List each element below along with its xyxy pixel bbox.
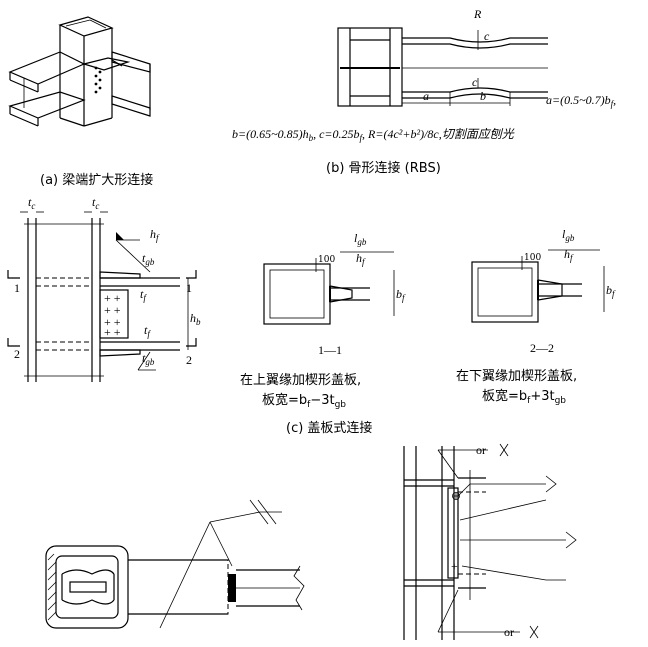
note-top-width: 板宽=bf−3tgb xyxy=(262,392,346,410)
svg-text:+: + xyxy=(451,559,458,573)
rbs-formula-line-1: a=(0.5~0.7)bf, xyxy=(546,93,616,109)
weld-or-bottom: or xyxy=(504,625,514,639)
section-mark-1-left: 1 xyxy=(14,281,20,295)
section-mark-1-right: 1 xyxy=(186,281,192,295)
label-tf-bottom: tf xyxy=(144,323,151,339)
caption-b: (b) 骨形连接 (RBS) xyxy=(326,160,441,176)
section-mark-2-left: 2 xyxy=(14,347,20,361)
label-tc-right: tc xyxy=(92,195,99,211)
label-tf: tf xyxy=(140,287,147,303)
label-tgb-bottom: tgb xyxy=(142,351,155,367)
label-R: R xyxy=(473,7,482,21)
label-hf: hf xyxy=(150,227,160,243)
label-tc-left: tc xyxy=(28,195,35,211)
svg-text:+ +: + + xyxy=(104,291,121,305)
svg-text:+ +: + + xyxy=(104,325,121,339)
label-hf-left: hf xyxy=(356,251,366,267)
label-tgb-top: tgb xyxy=(142,251,155,267)
label-lgb-right: lgb xyxy=(562,227,575,243)
note-bottom-width: 板宽=bf+3tgb xyxy=(482,388,566,406)
section-1-1-drawing xyxy=(263,251,395,325)
label-hf-right: hf xyxy=(564,247,574,263)
svg-text:+ +: + + xyxy=(104,303,121,317)
label-c-bottom: c xyxy=(472,75,478,89)
label-b: b xyxy=(480,89,486,103)
caption-c: (c) 盖板式连接 xyxy=(286,420,372,436)
label-bf-right: bf xyxy=(606,283,616,299)
label-c: c xyxy=(484,29,490,43)
section-title-2-2: 2—2 xyxy=(530,341,554,355)
tube-column-drawing xyxy=(45,499,305,629)
rbs-drawing xyxy=(337,27,548,107)
cover-plate-elevation: + + + + + + + + xyxy=(7,211,197,382)
section-mark-2-right: 2 xyxy=(186,353,192,367)
label-hb: hb xyxy=(190,311,201,327)
note-top-flange: 在上翼缘加楔形盖板, xyxy=(240,373,361,388)
dim-100-right: 100 xyxy=(524,253,541,263)
note-bottom-flange: 在下翼缘加楔形盖板, xyxy=(456,369,577,384)
widened-connection-drawing xyxy=(8,16,151,127)
section-title-1-1: 1—1 xyxy=(318,343,342,357)
label-a: a xyxy=(423,89,429,103)
caption-a: (a) 梁端扩大形连接 xyxy=(40,172,153,188)
dim-100-left: 100 xyxy=(318,255,335,265)
weld-or-top: or xyxy=(476,443,486,457)
label-bf-left: bf xyxy=(396,287,406,303)
section-2-2-drawing xyxy=(471,249,605,323)
svg-text:+ +: + + xyxy=(104,315,121,329)
label-lgb-left: lgb xyxy=(354,231,367,247)
rbs-formula-line-2: b=(0.65~0.85)hb, c=0.25bf, R=(4c²+b²)/8c… xyxy=(232,127,515,143)
weld-detail-drawing: + xyxy=(403,443,577,640)
